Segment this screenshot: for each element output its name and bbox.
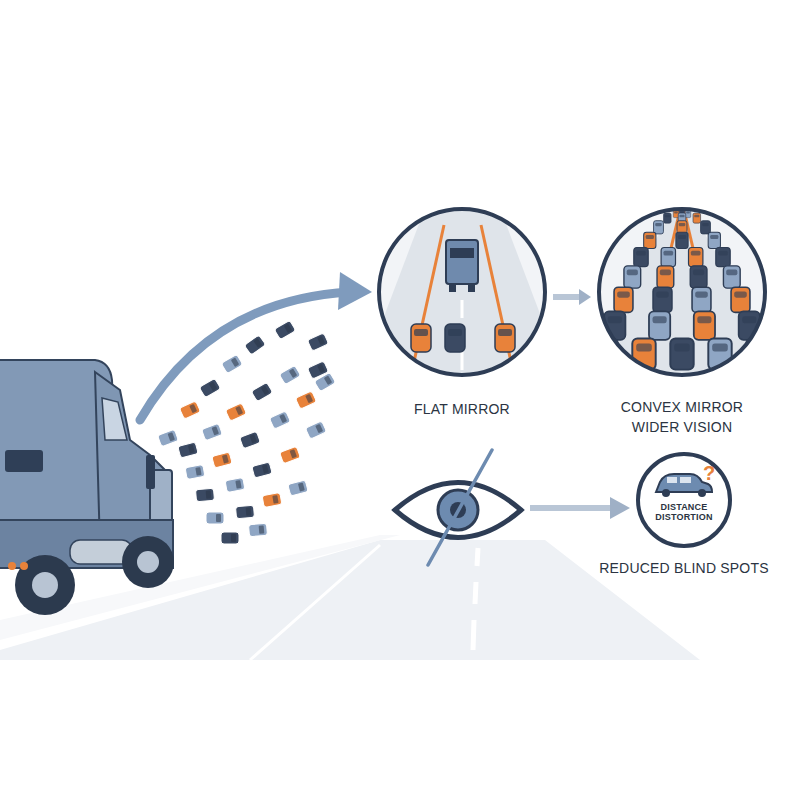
circle-outline [636,452,732,548]
arrow-head [338,272,372,310]
road-dashes [473,548,478,650]
mirror-circle: CONVEX MIRROR WIDER VISION [597,207,767,442]
truck [0,360,174,615]
caption: FLAT MIRROR [382,399,542,419]
circle-text: DISTANCE DISTORTION [648,502,720,523]
caption: CONVEX MIRROR WIDER VISION [612,397,752,438]
eye-icon [395,450,521,565]
circle-outline [597,207,767,377]
question-mark: ? [703,462,715,485]
circle-outline [377,207,547,377]
flat-mirror-view [360,200,565,390]
caption: REDUCED BLIND SPOTS [584,558,784,578]
mirror-circle: DISTANCE DISTORTION REDUCED BLIND SPOTS [584,452,784,583]
flow-arrow [140,292,350,420]
mirror-circle: FLAT MIRROR [377,207,547,424]
flow-arrow [553,289,591,305]
convex-mirror-view [574,200,790,390]
car-spray [157,320,335,544]
arrow-head [610,497,630,519]
lane-line [250,545,380,660]
eye-arrow [530,505,612,511]
flat-mirror-cars [411,324,515,352]
